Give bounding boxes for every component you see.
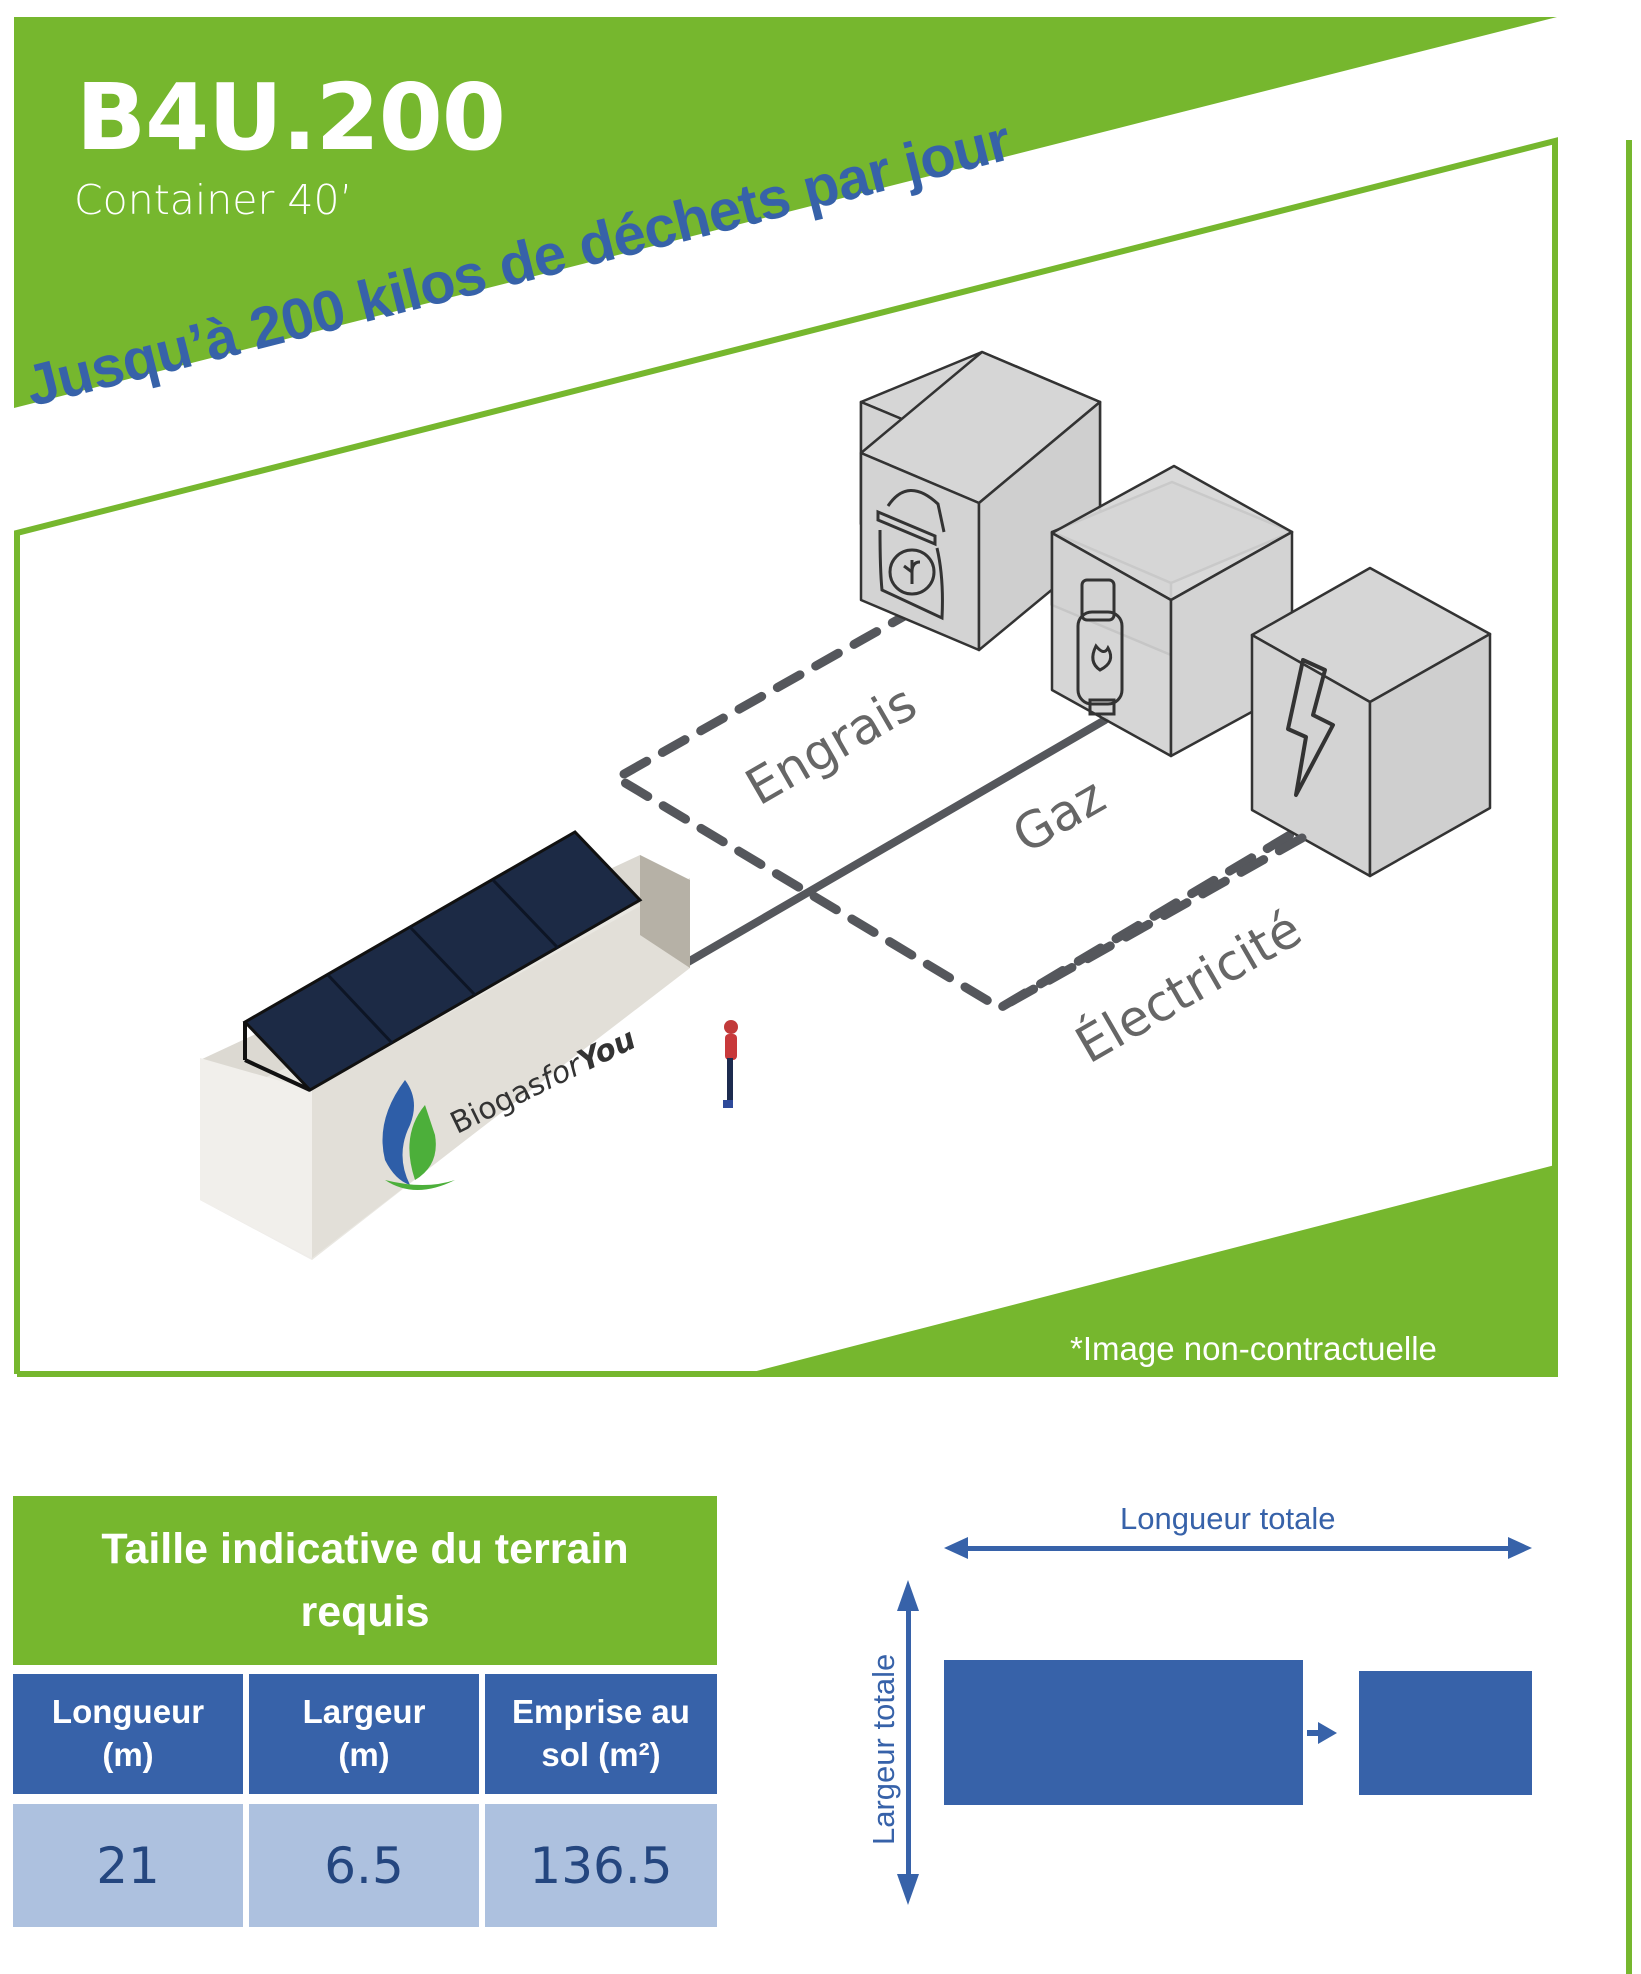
product-subtitle: Container 40’ [74, 176, 353, 224]
dimension-diagram [897, 1537, 1532, 1905]
land-table-title: Taille indicative du terrain requis [13, 1496, 717, 1665]
footer-triangle [745, 1165, 1555, 1374]
biogas-logo-icon [382, 1080, 455, 1190]
length-arrow-shaft [960, 1546, 1510, 1551]
lightning-bolt-icon [1286, 658, 1335, 797]
solar-panels [242, 830, 643, 1092]
length-arrow-right-head [1508, 1537, 1532, 1559]
header-unit: (m) [338, 1736, 390, 1773]
header-unit: (m) [102, 1736, 154, 1773]
main-footprint-rect [944, 1660, 1303, 1805]
width-total-label: Largeur totale [866, 1653, 901, 1845]
length-total-label: Longueur totale [1120, 1501, 1336, 1536]
width-arrow-shaft [906, 1600, 911, 1890]
table-value-longueur: 21 [13, 1804, 243, 1927]
fertilizer-bag-icon [876, 489, 946, 621]
right-edge-line [1626, 140, 1632, 1974]
land-table-title-text: Taille indicative du terrain requis [101, 1525, 629, 1636]
gas-pipe-line [684, 716, 1109, 966]
table-header-longueur: Longueur (m) [13, 1674, 243, 1794]
connector-arrow-shaft [1307, 1730, 1327, 1736]
connector-arrow-head [1318, 1722, 1337, 1744]
table-value-emprise: 136.5 [485, 1804, 717, 1927]
electricite-box [1250, 566, 1492, 878]
length-arrow-left-head [944, 1537, 968, 1559]
gas-cylinder-icon [1076, 578, 1124, 716]
secondary-footprint-rect [1359, 1671, 1532, 1795]
width-arrow-top-head [897, 1580, 919, 1611]
person-figure [723, 1020, 738, 1108]
header-unit: sol (m²) [541, 1736, 661, 1773]
header-banner [14, 17, 1557, 408]
product-title: B4U.200 [76, 64, 506, 171]
header-line: Largeur [302, 1693, 426, 1731]
header-line: Emprise au [512, 1693, 690, 1731]
width-arrow-bottom-head [897, 1874, 919, 1905]
table-header-emprise: Emprise au sol (m²) [485, 1674, 717, 1794]
table-header-largeur: Largeur (m) [249, 1674, 479, 1794]
disclaimer-text: *Image non-contractuelle [1070, 1330, 1437, 1367]
header-line: Longueur [51, 1693, 205, 1731]
electricite-flow-line [995, 833, 1307, 1013]
table-value-largeur: 6.5 [249, 1804, 479, 1927]
